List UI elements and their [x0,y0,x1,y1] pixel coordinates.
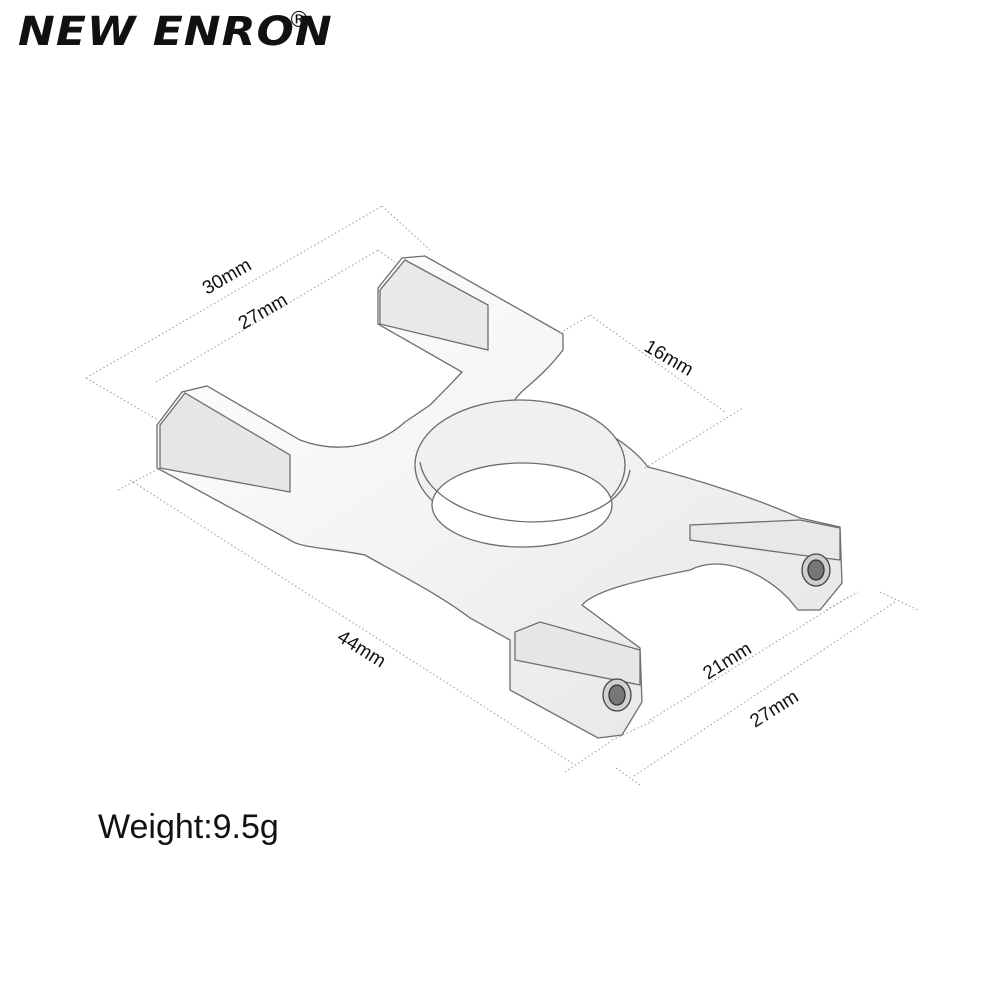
brand-logo: NEW ENRON [18,8,333,55]
center-bore-wall [419,461,631,523]
weight-label: Weight:9.5g [98,808,279,846]
left-arm-top-face [159,392,291,493]
threaded-hole-right [801,553,831,587]
right-arm-face [689,519,841,561]
dim-label-16mm: 16mm [641,336,697,381]
dim-label-21mm: 21mm [700,638,756,684]
dim-label-30mm: 30mm [199,255,255,300]
dim-label-27mm-bottom: 27mm [747,686,803,732]
upper-arm-face [379,259,489,351]
threaded-hole-bottom [602,678,632,712]
dim-label-44mm: 44mm [333,626,389,672]
registered-mark: ® [288,8,310,33]
h-mount-part [156,255,843,739]
dim-label-27mm-top: 27mm [235,290,291,335]
bottom-arm-face [514,621,641,686]
dimension-lines [85,205,919,786]
center-bore-inner [431,462,613,548]
